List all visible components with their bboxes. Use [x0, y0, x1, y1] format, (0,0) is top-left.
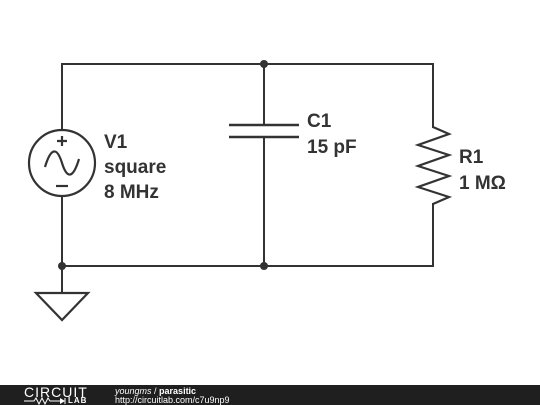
junction-bottom-center [260, 262, 268, 270]
resistor-r1[interactable] [414, 125, 453, 206]
wires [61, 63, 434, 294]
circuit-schematic: V1 square 8 MHz C1 15 pF R1 1 MΩ [27, 60, 506, 322]
v1-type-label: square [104, 157, 166, 178]
v1-name-label: V1 [104, 132, 128, 153]
credit-separator: / [151, 386, 160, 396]
voltage-source-v1[interactable] [27, 128, 97, 198]
circuit-title-link[interactable]: parasitic [159, 386, 197, 396]
r1-name-label: R1 [459, 147, 484, 168]
wire-left-top [61, 63, 434, 131]
c1-name-label: C1 [307, 111, 332, 132]
r1-value-label: 1 MΩ [459, 173, 506, 194]
c1-value-label: 15 pF [307, 137, 357, 158]
ground-symbol [33, 291, 91, 322]
credit-line: youngms / parasitic [115, 386, 196, 396]
junction-bottom-left [58, 262, 66, 270]
footer-bar: CIRCUIT LAB youngms / parasitic http://c… [0, 385, 540, 405]
circuit-url-link[interactable]: http://circuitlab.com/c7u9np9 [115, 395, 230, 405]
wire-left-bottom [61, 196, 434, 267]
junction-top [260, 60, 268, 68]
resistor-logo-icon [24, 397, 66, 405]
plus-sign-icon [57, 136, 67, 146]
circuitlab-logo-sub: LAB [68, 396, 88, 405]
sine-wave-icon [43, 150, 81, 176]
v1-frequency-label: 8 MHz [104, 182, 159, 203]
capacitor-c1[interactable] [229, 123, 299, 139]
circuitlab-logo-text: CIRCUIT [24, 384, 88, 400]
author-link[interactable]: youngms [115, 386, 152, 396]
